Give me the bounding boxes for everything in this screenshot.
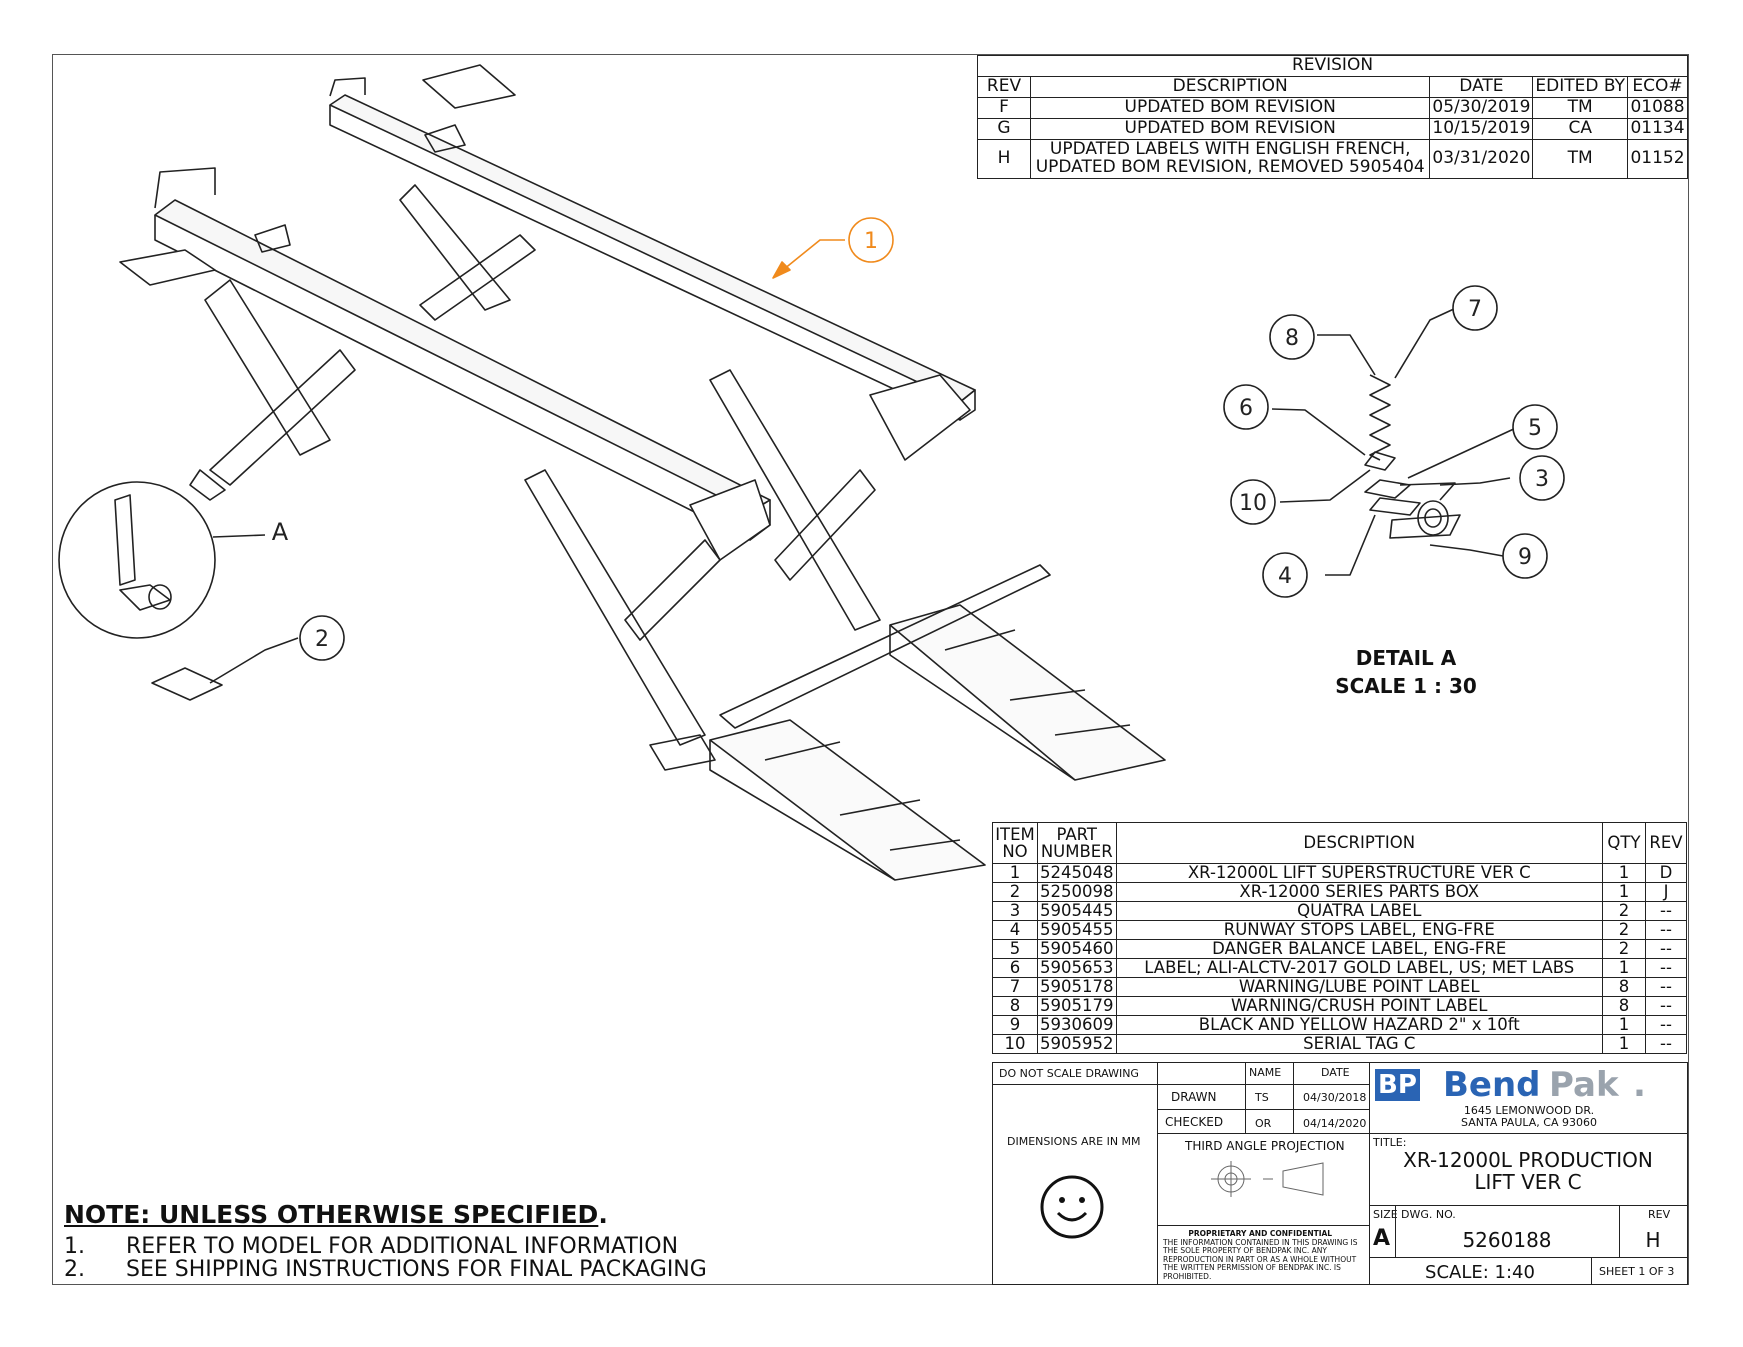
- note-item: 2.SEE SHIPPING INSTRUCTIONS FOR FINAL PA…: [64, 1257, 707, 1282]
- detail-a-label: A: [272, 518, 289, 546]
- balloon-8: 8: [1285, 326, 1299, 351]
- bom-cell-rev: --: [1645, 977, 1687, 997]
- bom-cell-part: 5905653: [1037, 958, 1117, 978]
- revision-title: REVISION: [977, 55, 1688, 77]
- balloon-10: 10: [1239, 491, 1267, 516]
- bom-cell-description: XR-12000 SERIES PARTS BOX: [1115, 882, 1603, 902]
- bom-cell-description: WARNING/LUBE POINT LABEL: [1115, 977, 1603, 997]
- bom-cell-part: 5250098: [1037, 882, 1117, 902]
- balloon-9: 9: [1518, 545, 1532, 570]
- bom-cell-description: SERIAL TAG C: [1115, 1034, 1603, 1054]
- bom-cell-item: 9: [992, 1015, 1038, 1035]
- bom-cell-qty: 2: [1602, 920, 1646, 940]
- bom-cell-rev: --: [1645, 958, 1687, 978]
- bom-cell-rev: --: [1645, 920, 1687, 940]
- bom-cell-description: WARNING/CRUSH POINT LABEL: [1115, 996, 1603, 1016]
- bom-cell-rev: --: [1645, 1034, 1687, 1054]
- balloon-6: 6: [1239, 396, 1253, 421]
- bom-cell-item: 8: [992, 996, 1038, 1016]
- drawing-border: [52, 54, 1689, 1285]
- bom-cell-qty: 2: [1602, 901, 1646, 921]
- notes-title: NOTE: UNLESS OTHERWISE SPECIFIED.: [64, 1200, 608, 1229]
- detail-a-callout-circle: [58, 481, 216, 639]
- bom-cell-description: DANGER BALANCE LABEL, ENG-FRE: [1115, 939, 1603, 959]
- proprietary-notice: PROPRIETARY AND CONFIDENTIAL THE INFORMA…: [1163, 1229, 1358, 1281]
- bom-cell-rev: --: [1645, 939, 1687, 959]
- bom-cell-qty: 8: [1602, 996, 1646, 1016]
- detail-a-caption: DETAIL A SCALE 1 : 30: [1335, 646, 1477, 698]
- bom-cell-qty: 1: [1602, 863, 1646, 883]
- drawing-scale: SCALE: 1:40: [1425, 1262, 1535, 1283]
- bom-cell-qty: 8: [1602, 977, 1646, 997]
- projection-symbol-icon: [1211, 1161, 1324, 1197]
- bom-cell-rev: --: [1645, 996, 1687, 1016]
- balloon-3: 3: [1535, 467, 1549, 492]
- balloon-2: 2: [315, 627, 329, 652]
- bom-cell-item: 6: [992, 958, 1038, 978]
- bom-cell-rev: D: [1645, 863, 1687, 883]
- bom-cell-description: QUATRA LABEL: [1115, 901, 1603, 921]
- bom-cell-description: RUNWAY STOPS LABEL, ENG-FRE: [1115, 920, 1603, 940]
- revision-row: H UPDATED LABELS WITH ENGLISH FRENCH,UPD…: [977, 139, 1688, 179]
- bom-cell-item: 4: [992, 920, 1038, 940]
- bom-cell-part: 5245048: [1037, 863, 1117, 883]
- bom-cell-part: 5905179: [1037, 996, 1117, 1016]
- bom-cell-description: BLACK AND YELLOW HAZARD 2" x 10ft: [1115, 1015, 1603, 1035]
- bom-cell-item: 10: [992, 1034, 1038, 1054]
- bom-cell-qty: 1: [1602, 958, 1646, 978]
- ramp-left: [709, 719, 986, 881]
- bom-cell-description: LABEL; ALI-ALCTV-2017 GOLD LABEL, US; ME…: [1115, 958, 1603, 978]
- balloon-5: 5: [1528, 416, 1542, 441]
- bom-cell-qty: 1: [1602, 882, 1646, 902]
- bom-cell-part: 5905455: [1037, 920, 1117, 940]
- bom-cell-part: 5905460: [1037, 939, 1117, 959]
- drawing-number: 5260188: [1462, 1228, 1552, 1252]
- bom-cell-item: 5: [992, 939, 1038, 959]
- bom-cell-part: 5905952: [1037, 1034, 1117, 1054]
- bom-cell-item: 1: [992, 863, 1038, 883]
- title-block: DO NOT SCALE DRAWING DIMENSIONS ARE IN M…: [992, 1062, 1688, 1285]
- bom-cell-part: 5930609: [1037, 1015, 1117, 1035]
- bom-cell-item: 3: [992, 901, 1038, 921]
- balloon-7: 7: [1468, 297, 1482, 322]
- balloon-4: 4: [1278, 564, 1292, 589]
- bom-cell-part: 5905445: [1037, 901, 1117, 921]
- revision-table: REVISION REV DESCRIPTION DATE EDITED BY …: [977, 55, 1688, 179]
- bom-cell-rev: --: [1645, 901, 1687, 921]
- lift-isometric-drawing: [58, 64, 1519, 881]
- parts-box: [151, 667, 223, 701]
- bom-cell-qty: 1: [1602, 1015, 1646, 1035]
- bom-cell-qty: 2: [1602, 939, 1646, 959]
- bom-cell-rev: J: [1645, 882, 1687, 902]
- bom-cell-item: 2: [992, 882, 1038, 902]
- bom-cell-qty: 1: [1602, 1034, 1646, 1054]
- bom-cell-description: XR-12000L LIFT SUPERSTRUCTURE VER C: [1115, 863, 1603, 883]
- bom-cell-rev: --: [1645, 1015, 1687, 1035]
- ramp-right: [889, 604, 1166, 781]
- note-item: 1.REFER TO MODEL FOR ADDITIONAL INFORMAT…: [64, 1234, 679, 1259]
- bom-cell-part: 5905178: [1037, 977, 1117, 997]
- bendpak-logo: BP Bend Pak . 1645 LEMONWOOD DR.SANTA PA…: [1371, 1065, 1687, 1129]
- balloon-1: 1: [864, 229, 878, 254]
- smiley-icon: [1040, 1175, 1104, 1239]
- bom-cell-item: 7: [992, 977, 1038, 997]
